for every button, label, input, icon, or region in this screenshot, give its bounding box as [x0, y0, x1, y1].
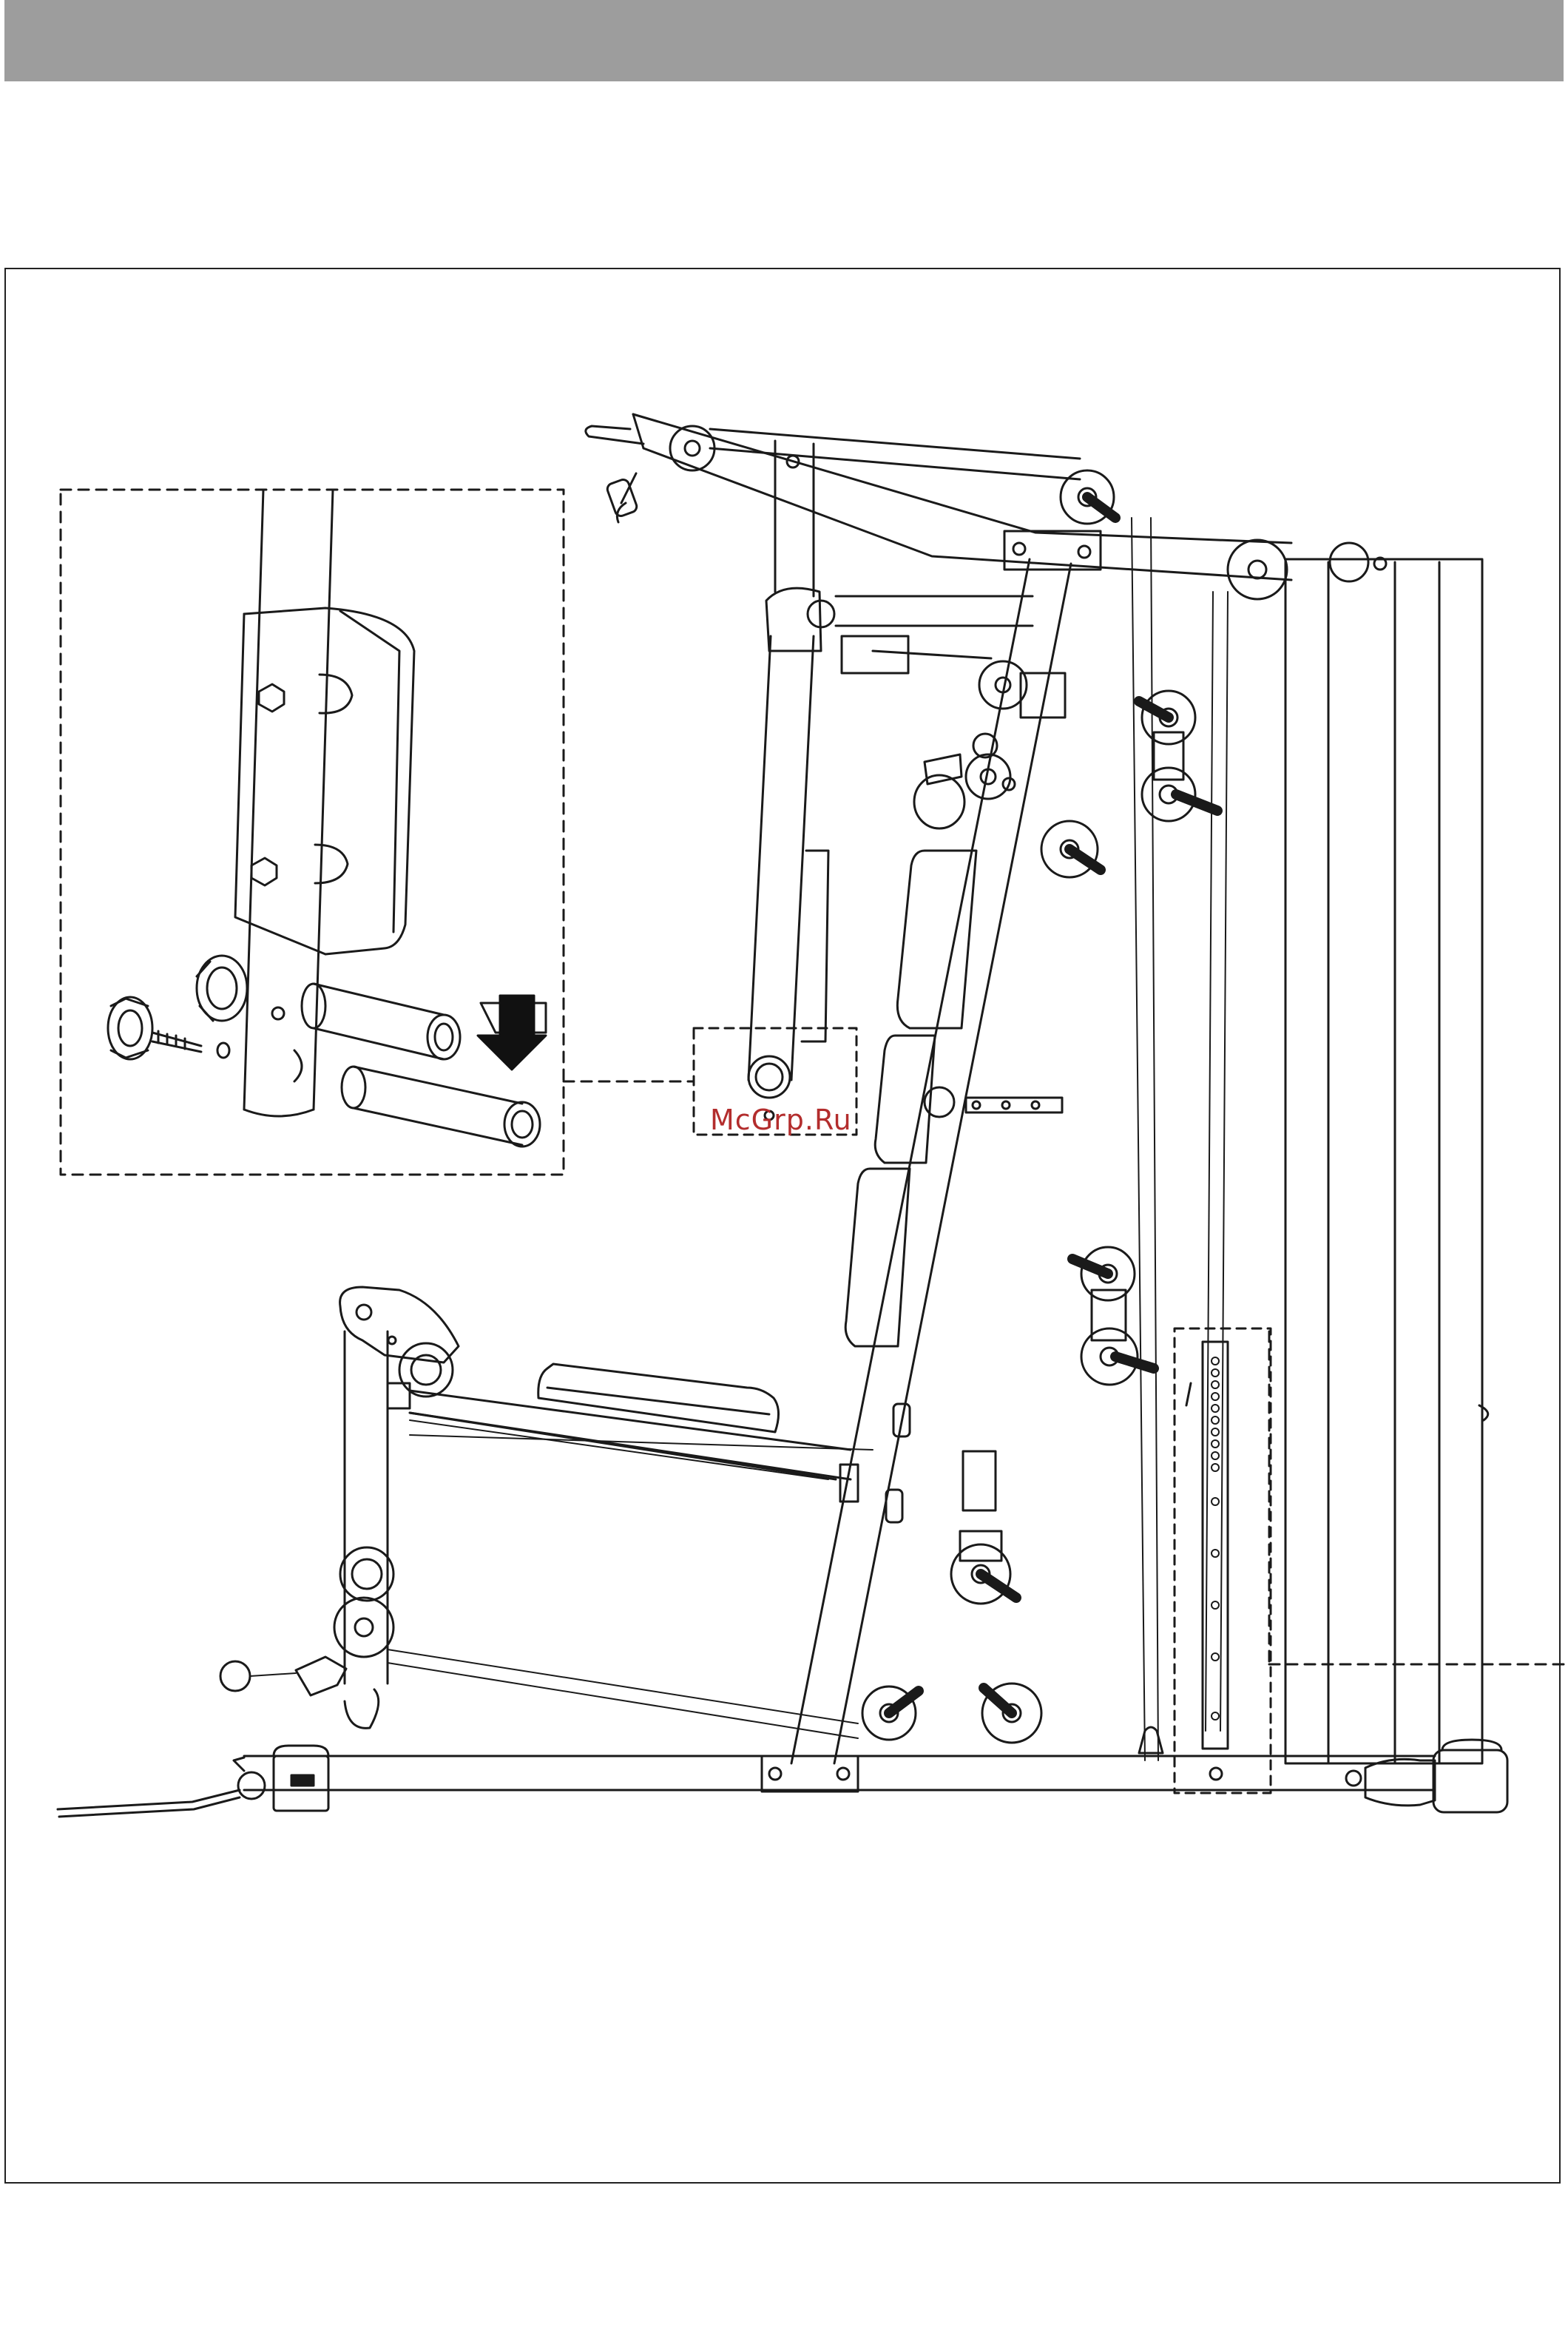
insertion-arrow-icon [478, 996, 546, 1070]
watermark: McGrp.Ru [710, 1104, 852, 1136]
detail-inset [61, 490, 694, 1175]
